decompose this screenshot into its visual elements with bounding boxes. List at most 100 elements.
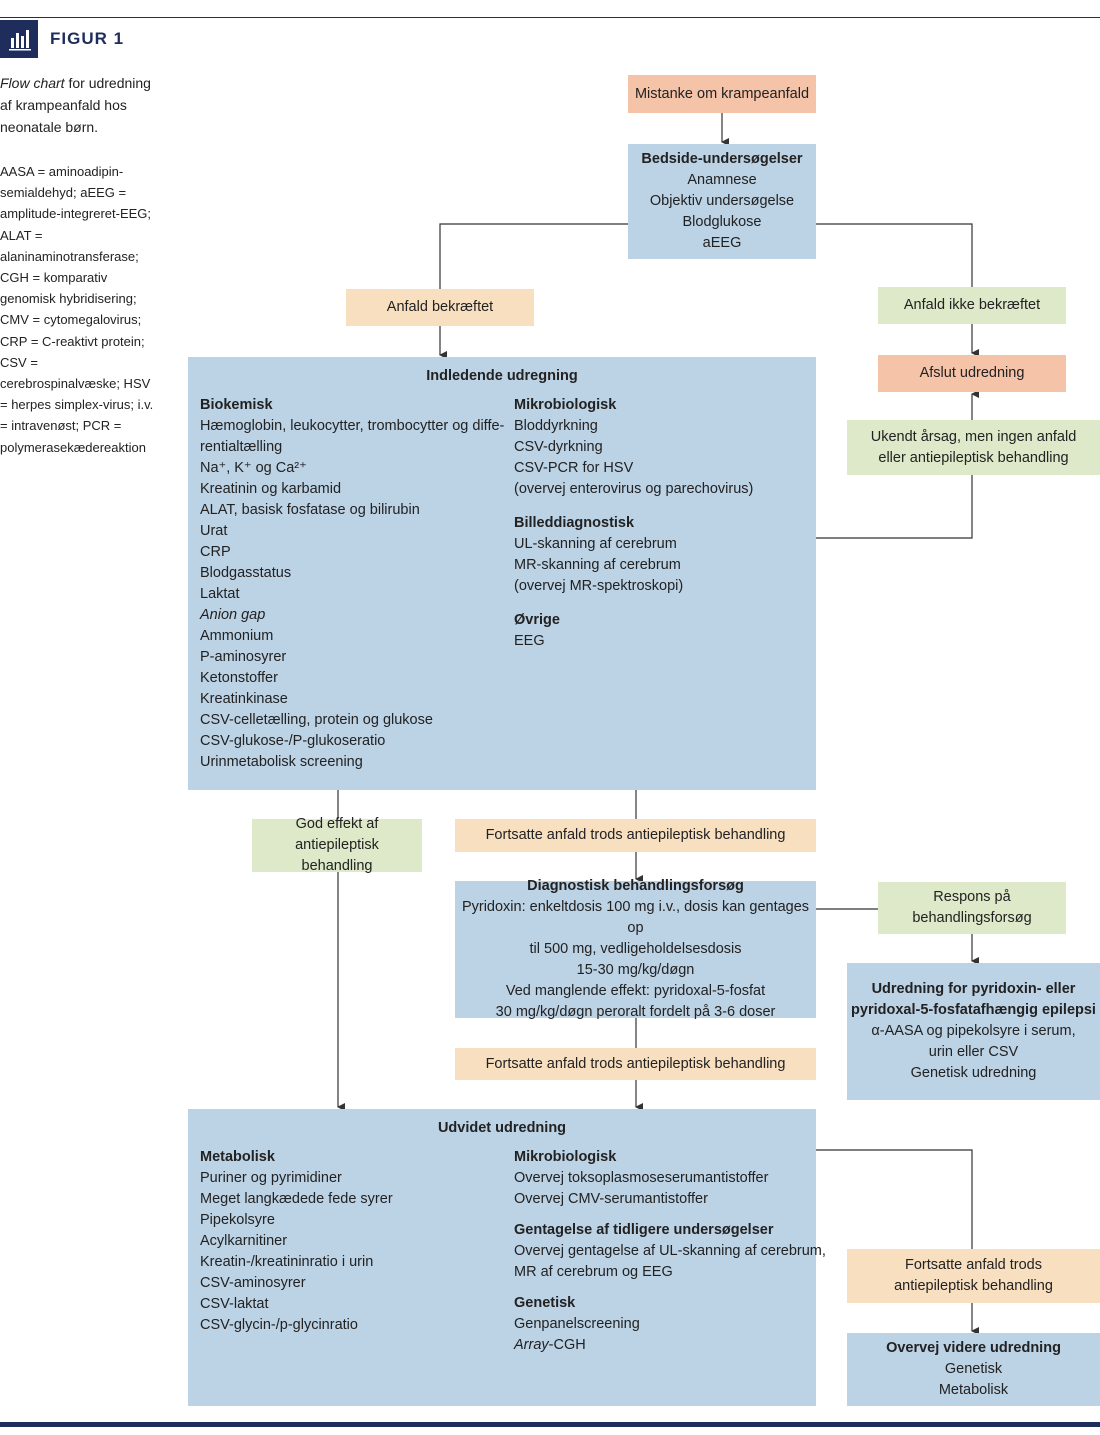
list-item: Laktat (200, 586, 240, 602)
bottom-rule (0, 1422, 1100, 1427)
list-item: CSV-dyrkning (514, 439, 603, 455)
list-item: CSV-glycin-/p-glycinratio (200, 1317, 358, 1333)
node-fortsatte-1: Fortsatte anfald trods antiepileptisk be… (455, 819, 816, 852)
node-overvej-line: Metabolisk (938, 1382, 1009, 1398)
genetisk-title: Genetisk (514, 1295, 576, 1311)
node-anfald-bekraeftet: Anfald bekræftet (346, 289, 534, 326)
list-item: Ketonstoffer (200, 670, 278, 686)
list-item: Urinmetabolisk screening (200, 754, 363, 770)
node-mistanke-label: Mistanke om krampeanfald (634, 85, 810, 102)
gentagelse-title: Gentagelse af tidligere undersøgelser (514, 1222, 774, 1238)
list-item: Blodgasstatus (200, 565, 292, 581)
node-afslut: Afslut udredning (878, 355, 1066, 392)
node-ukendt-label: Ukendt årsag, men ingen anfald eller ant… (870, 428, 1077, 466)
list-item: UL-skanning af cerebrum (514, 536, 677, 552)
caption-rest: for udredning af krampeanfald hos neonat… (0, 75, 151, 135)
node-diagnostisk-line: 30 mg/kg/døgn peroralt fordelt på 3-6 do… (495, 1004, 776, 1020)
list-item-array-cgh: Array-CGH (514, 1335, 826, 1356)
list-item: Kreatinkinase (200, 691, 288, 707)
node-fortsatte-3: Fortsatte anfald trods antiepileptisk be… (847, 1249, 1100, 1303)
node-anfald-bekraeftet-label: Anfald bekræftet (386, 299, 494, 315)
list-item: MR af cerebrum og EEG (514, 1264, 673, 1280)
list-item: Na⁺, K⁺ og Ca²⁺ (200, 460, 307, 476)
udvidet-metabolisk-column: Metabolisk Puriner og pyrimidiner Meget … (200, 1147, 393, 1336)
node-diagnostisk-line: Pyridoxin: enkeltdosis 100 mg i.v., dosi… (461, 899, 810, 936)
node-anfald-ikke-bekraeftet-label: Anfald ikke bekræftet (903, 297, 1041, 313)
list-item: Meget langkædede fede syrer (200, 1191, 393, 1207)
list-item: Pipekolsyre (200, 1212, 275, 1228)
billed-title: Billeddiagnostisk (514, 515, 635, 531)
node-fortsatte-2-label: Fortsatte anfald trods antiepileptisk be… (485, 1055, 786, 1072)
top-rule (0, 17, 1100, 18)
node-bedside-item: Anamnese (687, 172, 757, 188)
node-indledende: Indledende udregning Biokemisk Hæmoglobi… (188, 357, 816, 790)
list-item: Bloddyrkning (514, 418, 598, 434)
list-item: Urat (200, 523, 228, 539)
indledende-right-column: Mikrobiologisk Bloddyrkning CSV-dyrkning… (514, 395, 753, 652)
list-item: Kreatinin og karbamid (200, 481, 342, 497)
node-anfald-ikke-bekraeftet: Anfald ikke bekræftet (878, 287, 1066, 324)
node-indledende-title: Indledende udregning (426, 368, 578, 384)
bar-chart-icon (0, 20, 38, 58)
node-respons-label: Respons på behandlingsforsøg (912, 889, 1032, 926)
list-item: P-aminosyrer (200, 649, 287, 665)
list-item: Hæmoglobin, leukocytter, trombocytter og… (200, 418, 505, 434)
node-udvidet: Udvidet udredning Metabolisk Puriner og … (188, 1109, 826, 1406)
node-bedside-item: Objektiv undersøgelse (649, 193, 795, 209)
list-item: (overvej MR-spektroskopi) (514, 578, 684, 594)
node-god-effekt: God effekt af antiepileptisk behandling (252, 816, 422, 874)
node-udredning-pyridoxin-title: Udredning for pyridoxin- eller pyridoxal… (851, 981, 1096, 1018)
indledende-biokemisk-column: Biokemisk Hæmoglobin, leukocytter, tromb… (200, 395, 504, 773)
node-bedside-item: aEEG (702, 235, 742, 251)
node-udredning-pyridoxin: Udredning for pyridoxin- eller pyridoxal… (847, 963, 1100, 1100)
figure-caption: Flow chart for udredning af krampeanfald… (0, 72, 155, 138)
node-diagnostisk-line: Ved manglende effekt: pyridoxal-5-fosfat (505, 983, 766, 999)
abbreviations: AASA = aminoadipin-semialdehyd; aEEG = a… (0, 164, 154, 455)
list-item: Acylkarnitiner (200, 1233, 288, 1249)
node-diagnostisk-title: Diagnostisk behandlingsforsøg (527, 878, 744, 894)
node-diagnostisk: Diagnostisk behandlingsforsøg Pyridoxin:… (455, 878, 816, 1020)
ovrige-title: Øvrige (514, 612, 560, 628)
node-udredning-pyridoxin-line: α-AASA og pipekolsyre i serum, (871, 1023, 1076, 1039)
node-overvej: Overvej videre udredning Genetisk Metabo… (847, 1333, 1100, 1406)
metabolisk-title: Metabolisk (200, 1149, 275, 1165)
list-item: Genpanelscreening (514, 1316, 640, 1332)
node-overvej-line: Genetisk (944, 1361, 1003, 1377)
list-item: CSV-glukose-/P-glukoseratio (200, 733, 386, 749)
cgh-suffix: -CGH (548, 1337, 586, 1353)
node-afslut-label: Afslut udredning (919, 365, 1025, 381)
array-italic: Array (514, 1337, 549, 1353)
biokemisk-title: Biokemisk (200, 397, 273, 413)
node-udvidet-title: Udvidet udredning (437, 1120, 567, 1136)
node-udredning-pyridoxin-line: urin eller CSV (928, 1044, 1019, 1060)
list-item: ALAT, basisk fosfatase og bilirubin (200, 502, 420, 518)
mikro-title: Mikrobiologisk (514, 1149, 617, 1165)
caption-italic: Flow chart (0, 75, 65, 91)
node-fortsatte-1-label: Fortsatte anfald trods antiepileptisk be… (485, 827, 786, 843)
node-bedside: Bedside-undersøgelser Anamnese Objektiv … (628, 144, 816, 259)
node-god-effekt-label: God effekt af antiepileptisk behandling (295, 816, 379, 874)
list-item: rentialtælling (200, 439, 283, 455)
node-ukendt: Ukendt årsag, men ingen anfald eller ant… (847, 420, 1100, 475)
list-item: CSV-celletælling, protein og glukose (200, 712, 433, 728)
list-item: (overvej enterovirus og parechovirus) (514, 481, 754, 497)
node-mistanke: Mistanke om krampeanfald (628, 75, 816, 113)
figure-label: FIGUR 1 (50, 29, 125, 48)
mikro-title: Mikrobiologisk (514, 397, 617, 413)
list-item: CRP (200, 544, 231, 560)
list-item: Overvej gentagelse af UL-skanning af cer… (514, 1243, 826, 1259)
udvidet-right-column: Mikrobiologisk Overvej toksoplasmoseseru… (514, 1147, 826, 1356)
list-item: CSV-aminosyrer (200, 1275, 306, 1291)
list-item: CSV-PCR for HSV (514, 460, 634, 476)
list-item: Puriner og pyrimidiner (200, 1170, 342, 1186)
node-fortsatte-3-label: Fortsatte anfald trods antiepileptisk be… (894, 1257, 1053, 1294)
node-fortsatte-2: Fortsatte anfald trods antiepileptisk be… (455, 1048, 816, 1080)
node-bedside-item: Blodglukose (682, 214, 762, 230)
node-udredning-pyridoxin-line: Genetisk udredning (910, 1065, 1037, 1081)
list-item: CSV-laktat (200, 1296, 269, 1312)
node-diagnostisk-line: til 500 mg, vedligeholdelsesdosis (529, 941, 742, 957)
node-overvej-title: Overvej videre udredning (886, 1340, 1061, 1356)
node-diagnostisk-line: 15-30 mg/kg/døgn (576, 962, 695, 978)
list-item: MR-skanning af cerebrum (514, 557, 681, 573)
